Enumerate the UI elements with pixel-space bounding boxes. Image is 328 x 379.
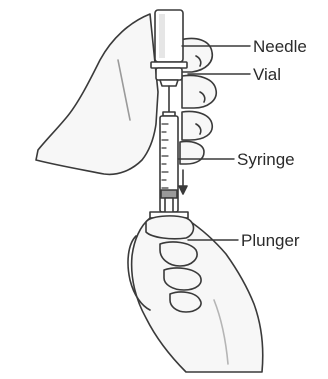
vial-label: Vial — [253, 66, 281, 83]
vial-shape — [151, 10, 187, 86]
needle-label: Needle — [253, 38, 307, 55]
plunger-label: Plunger — [241, 232, 300, 249]
syringe-label: Syringe — [237, 151, 295, 168]
down-arrow-icon — [179, 170, 187, 194]
upper-hand — [36, 14, 216, 174]
